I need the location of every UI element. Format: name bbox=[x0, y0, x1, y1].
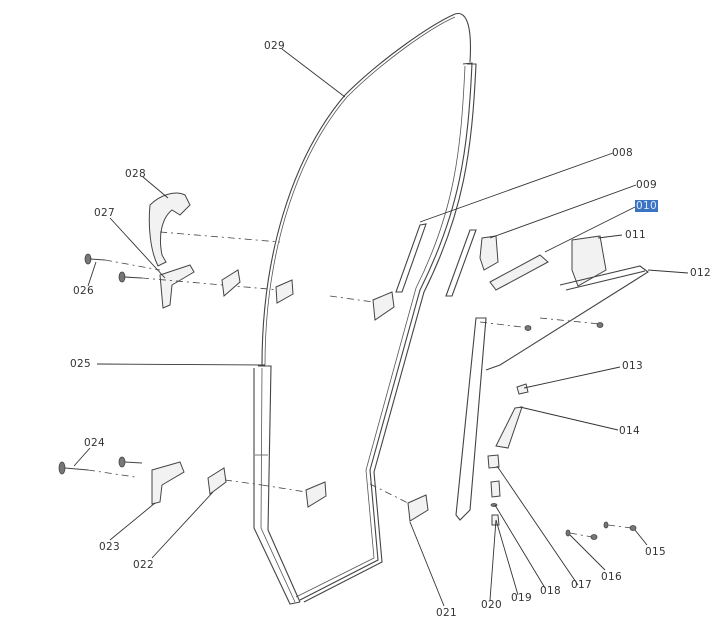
callout-013: 013 bbox=[622, 360, 643, 372]
callout-023: 023 bbox=[99, 541, 120, 553]
callout-011: 011 bbox=[625, 229, 646, 241]
lift-rod bbox=[395, 223, 477, 297]
callout-027: 027 bbox=[94, 207, 115, 219]
hinge-upper bbox=[148, 192, 191, 267]
callout-019: 019 bbox=[511, 592, 532, 604]
callout-015: 015 bbox=[645, 546, 666, 558]
callout-025: 025 bbox=[70, 358, 91, 370]
callout-010[interactable]: 010 bbox=[635, 200, 658, 212]
callout-009: 009 bbox=[636, 179, 657, 191]
hinge-bracket bbox=[159, 264, 195, 309]
callout-029: 029 bbox=[264, 40, 285, 52]
callout-028: 028 bbox=[125, 168, 146, 180]
callout-014: 014 bbox=[619, 425, 640, 437]
bolts-024 bbox=[58, 231, 409, 504]
callout-021: 021 bbox=[436, 607, 457, 619]
callout-022: 022 bbox=[133, 559, 154, 571]
callout-012: 012 bbox=[690, 267, 711, 279]
callout-017: 017 bbox=[571, 579, 592, 591]
front-channel bbox=[253, 365, 301, 605]
leader-lines bbox=[73, 48, 689, 607]
bolts-026 bbox=[84, 253, 281, 291]
glass-panel bbox=[261, 12, 471, 366]
callout-024: 024 bbox=[84, 437, 105, 449]
callout-018: 018 bbox=[540, 585, 561, 597]
small-parts bbox=[487, 383, 637, 540]
callout-026: 026 bbox=[73, 285, 94, 297]
clamp-plates bbox=[151, 269, 429, 522]
callout-020: 020 bbox=[481, 599, 502, 611]
rear-channel bbox=[295, 62, 477, 603]
callout-016: 016 bbox=[601, 571, 622, 583]
callout-008: 008 bbox=[612, 147, 633, 159]
mechanism-parts bbox=[455, 235, 649, 521]
